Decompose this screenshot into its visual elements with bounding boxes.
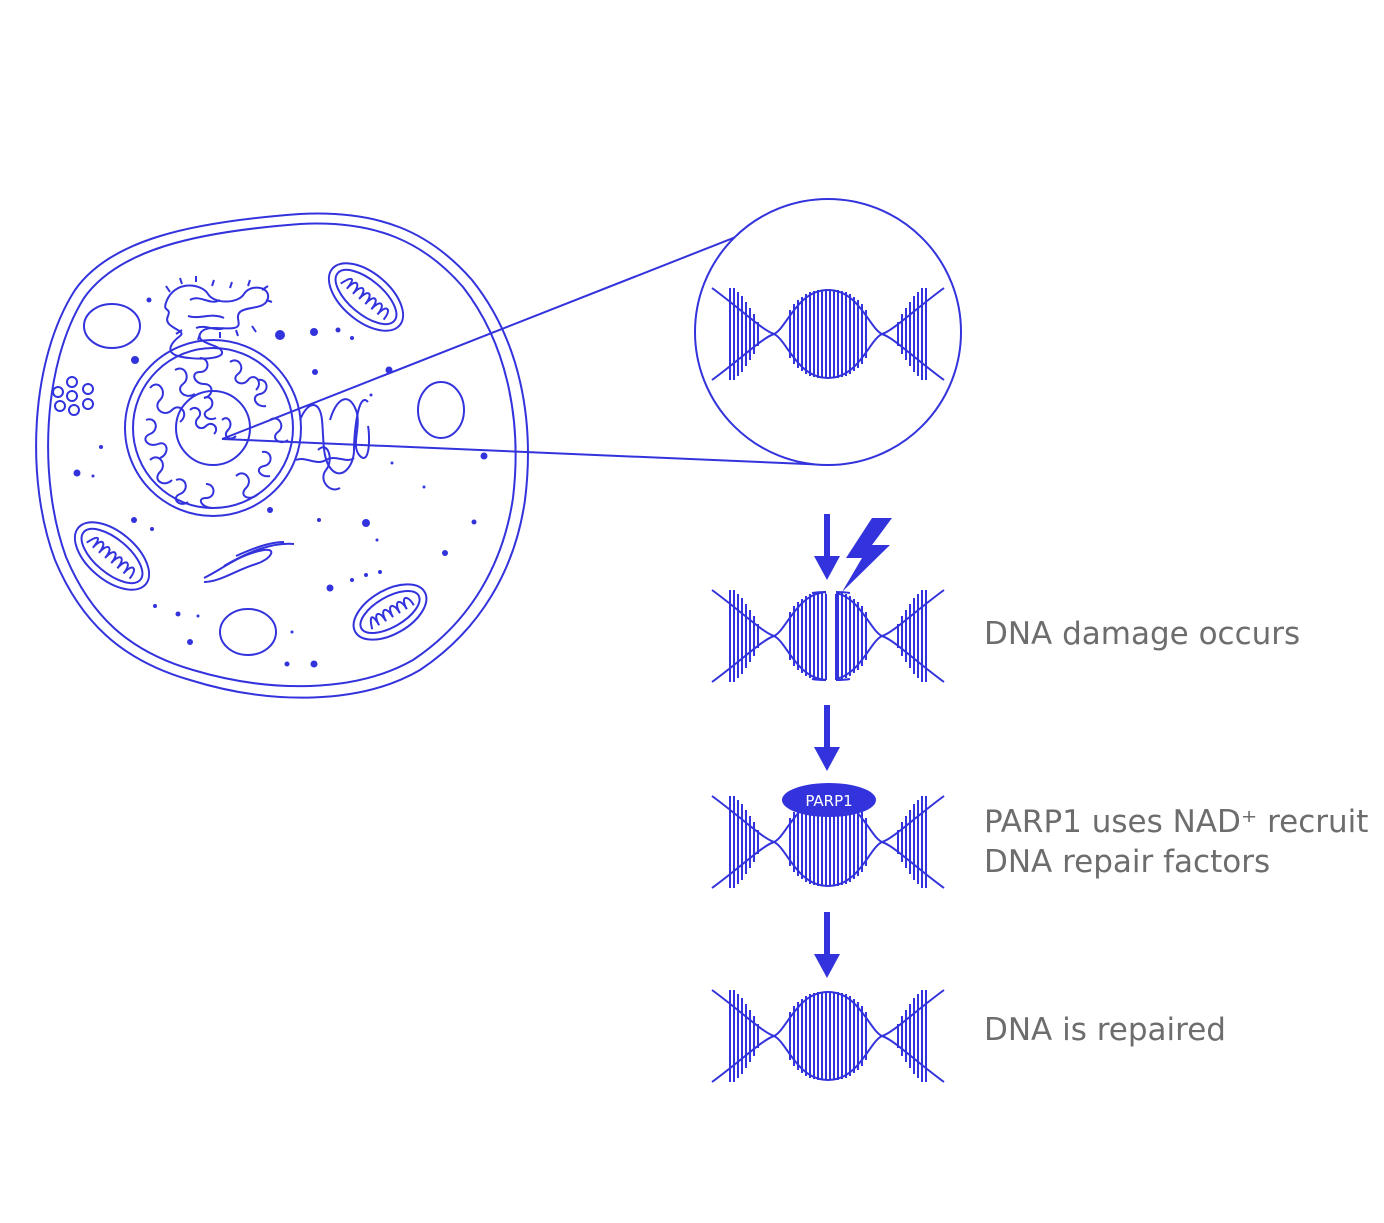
parp1-label: PARP1 <box>805 792 852 810</box>
cell-icon <box>35 212 529 699</box>
arrow-down-icon <box>814 514 840 580</box>
arrow-down-icon <box>814 912 840 978</box>
step-label-repaired: DNA is repaired <box>984 1010 1226 1050</box>
parp1-enzyme: PARP1 <box>782 783 876 817</box>
cell-particles <box>73 297 488 668</box>
step-label-damage: DNA damage occurs <box>984 614 1300 654</box>
lightning-bolt-icon <box>842 518 892 592</box>
dna-helix-icon <box>711 989 945 1083</box>
dna-helix-icon <box>711 588 945 684</box>
step-label-line: DNA damage occurs <box>984 616 1301 652</box>
arrow-down-icon <box>814 705 840 771</box>
zoom-lines <box>221 199 831 466</box>
step-label-line: DNA repair factors <box>984 844 1271 880</box>
step-label-line: PARP1 uses NAD⁺ recruit <box>984 804 1369 840</box>
step-label-line: DNA is repaired <box>984 1012 1226 1048</box>
zoom-circle-icon <box>694 198 962 466</box>
step-label-parp1: PARP1 uses NAD⁺ recruit DNA repair facto… <box>984 802 1368 882</box>
